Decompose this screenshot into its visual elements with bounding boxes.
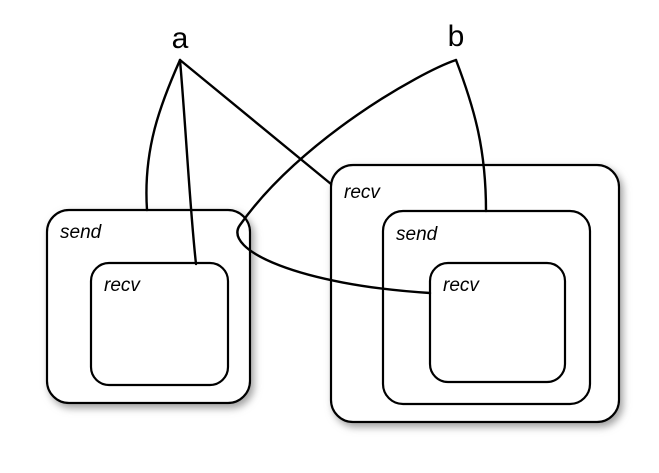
edge-b-to-right-send[interactable] — [454, 58, 488, 213]
group-right: recv send recv — [329, 163, 621, 424]
node-label-b: b — [448, 20, 465, 53]
edges — [145, 58, 488, 295]
box-label-left-recv: recv — [104, 275, 141, 296]
box-label-right-recv-inner: recv — [443, 275, 480, 296]
edge-b-to-right-recv-inner[interactable] — [236, 58, 458, 295]
box-label-right-recv-outer: recv — [344, 182, 381, 203]
edge-a-to-left-recv[interactable] — [178, 58, 198, 266]
node-labels: a b — [172, 20, 465, 55]
node-label-a: a — [172, 22, 189, 55]
box-left-recv[interactable] — [89, 261, 230, 387]
edge-a-to-left-send[interactable] — [145, 58, 182, 212]
edge-a-to-right-recv-outer[interactable] — [178, 58, 333, 186]
group-left: send recv — [45, 208, 252, 405]
box-right-recv-inner[interactable] — [428, 261, 567, 384]
box-label-left-send: send — [60, 222, 103, 243]
box-label-right-send: send — [396, 224, 439, 245]
